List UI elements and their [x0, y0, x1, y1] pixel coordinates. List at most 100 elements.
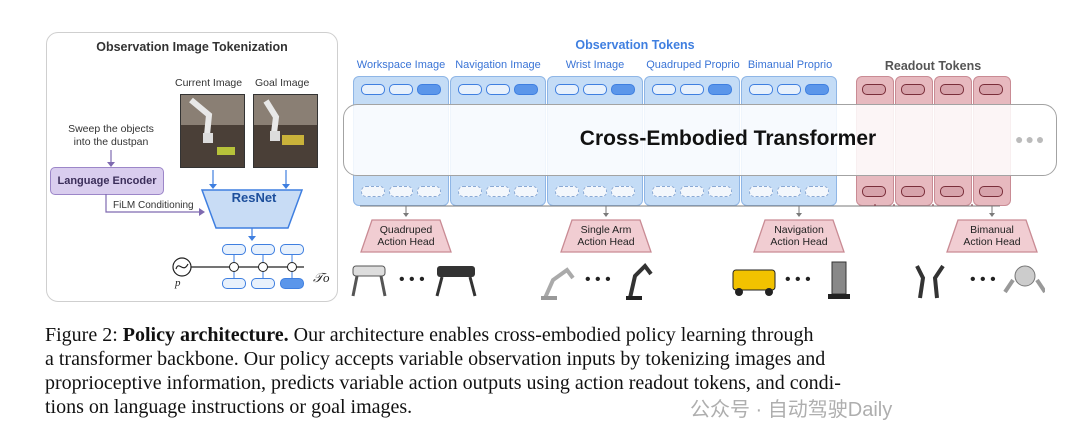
readout-token — [862, 186, 886, 197]
transformer-label: Cross-Embodied Transformer — [579, 127, 877, 150]
observation-token — [555, 84, 579, 95]
film-token-pill — [222, 244, 246, 255]
col-label-navigation: Navigation Image — [455, 59, 541, 71]
caption-line-3: proprioceptive information, predicts var… — [45, 372, 841, 394]
observation-token-output — [514, 186, 538, 197]
observation-token — [680, 84, 704, 95]
resnet-label: ResNet — [231, 190, 277, 205]
current-image-robot-icon — [181, 95, 244, 167]
observation-token — [611, 84, 635, 95]
observation-token — [777, 84, 801, 95]
action-head-shape — [360, 219, 452, 253]
observation-token-output — [361, 186, 385, 197]
observation-token — [389, 84, 413, 95]
readout-token — [901, 84, 925, 95]
current-image — [180, 94, 245, 168]
bimanual-ellipsis: • • • — [970, 271, 996, 288]
caption-fig-label: Figure 2: — [45, 324, 118, 346]
action-head-shape — [753, 219, 845, 253]
head-label-line: Action Head — [963, 236, 1021, 248]
readout-token — [940, 84, 964, 95]
quadruped-robot-icon — [351, 265, 477, 297]
caption-bold-title: Policy architecture. — [122, 324, 289, 346]
instruction-text: Sweep the objects into the dustpan — [56, 123, 166, 149]
observation-token-output — [389, 186, 413, 197]
action-head-shape — [946, 219, 1038, 253]
single-arm-robot-icon — [541, 262, 653, 300]
film-token-pill — [251, 244, 275, 255]
observation-token — [583, 84, 607, 95]
observation-token-output — [708, 186, 732, 197]
readout-token — [979, 84, 1003, 95]
readout-token — [979, 186, 1003, 197]
goal-image-label: Goal Image — [255, 77, 310, 89]
film-label: FiLM Conditioning — [113, 200, 194, 211]
observation-token-output — [680, 186, 704, 197]
head-label-line: Quadruped — [379, 224, 433, 236]
instruction-line-1: Sweep the objects — [68, 123, 154, 135]
observation-token-output — [777, 186, 801, 197]
transformer-ellipsis-icon: ●●● — [1015, 131, 1047, 147]
instruction-line-2: into the dustpan — [73, 136, 149, 148]
bimanual-robot-icon — [915, 264, 1045, 299]
transformer-box — [343, 104, 1057, 176]
film-token-pill — [280, 244, 304, 255]
readout-token — [901, 186, 925, 197]
output-token-pill — [280, 278, 304, 289]
goal-image-robot-icon — [254, 95, 317, 167]
robot-icons-row: • • • • • • • • • • • • — [351, 261, 1045, 300]
col-label-workspace: Workspace Image — [356, 59, 446, 71]
head-label-line: Navigation — [774, 224, 824, 236]
caption-line-4: tions on language instructions or goal i… — [45, 396, 413, 418]
output-token-pill — [251, 278, 275, 289]
observation-token-output — [583, 186, 607, 197]
quadruped-ellipsis: • • • — [399, 271, 425, 288]
observation-token — [486, 84, 510, 95]
observation-token-output — [749, 186, 773, 197]
current-image-label: Current Image — [175, 77, 243, 89]
watermark: 公众号 · 自动驾驶Daily — [690, 399, 893, 421]
observation-token-output — [652, 186, 676, 197]
navigation-robot-icon — [732, 261, 850, 299]
panel-connectors — [105, 150, 304, 278]
caption-line-2: a transformer backbone. Our policy accep… — [45, 348, 826, 370]
observation-token — [652, 84, 676, 95]
observation-token — [805, 84, 829, 95]
observation-token — [749, 84, 773, 95]
observation-token — [514, 84, 538, 95]
navigation-ellipsis: • • • — [785, 271, 811, 288]
single-arm-ellipsis: • • • — [585, 271, 611, 288]
caption-line-1: Figure 2: Policy architecture. Our archi… — [45, 323, 1045, 347]
head-label-line: Bimanual — [970, 224, 1014, 236]
observation-token — [417, 84, 441, 95]
observation-token — [361, 84, 385, 95]
observation-token — [708, 84, 732, 95]
head-label-line: Single Arm — [580, 224, 632, 236]
observation-token-output — [611, 186, 635, 197]
panel-title: Observation Image Tokenization — [96, 40, 288, 54]
head-label-line: Action Head — [770, 236, 828, 248]
col-label-bimanual: Bimanual Proprio — [747, 59, 833, 71]
observation-token-output — [458, 186, 482, 197]
p-label: p — [175, 277, 181, 289]
observation-token-output — [486, 186, 510, 197]
col-label-quadruped: Quadruped Proprio — [646, 59, 740, 71]
caption-line-1-rest: Our architecture enables cross-embodied … — [293, 324, 814, 346]
output-token-pill — [222, 278, 246, 289]
observation-token-output — [417, 186, 441, 197]
tau-label: 𝒯o — [313, 270, 330, 285]
observation-token — [458, 84, 482, 95]
readout-token — [940, 186, 964, 197]
head-connectors — [360, 204, 1000, 217]
goal-image — [253, 94, 318, 168]
observation-tokens-title: Observation Tokens — [575, 38, 695, 52]
head-label-line: Action Head — [377, 236, 435, 248]
language-encoder-box: Language Encoder — [50, 167, 164, 195]
